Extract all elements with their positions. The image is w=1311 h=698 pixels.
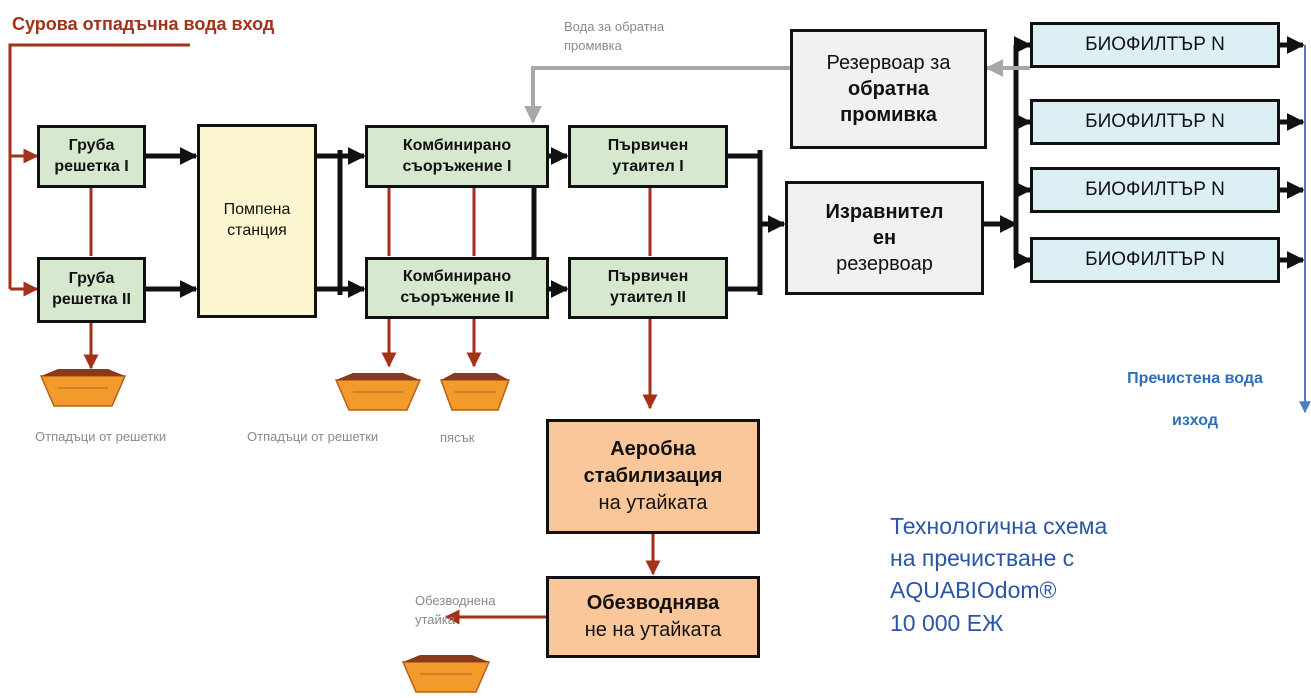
sludge-bin-icon <box>401 655 491 693</box>
aerobic-stabilization: Аеробна стабилизация на утайката <box>546 419 760 534</box>
raw-inlet-label: Сурова отпадъчна вода вход <box>12 14 275 34</box>
process-flow-lines <box>145 36 1305 298</box>
biofilter-3: БИОФИЛТЪР N <box>1030 167 1280 213</box>
sand-bin-icon <box>439 373 511 411</box>
equalization-tank: Изравнител ен резервоар <box>785 181 984 295</box>
sludge-lines <box>83 187 661 625</box>
screenings-label-2: Отпадъци от решетки <box>247 429 379 444</box>
biofilter-2: БИОФИЛТЪР N <box>1030 99 1280 145</box>
diagram-title: Технологична схема на пречистване с AQUA… <box>890 513 1108 636</box>
waste-bin-icon <box>334 373 422 411</box>
backwash-lines <box>524 59 1030 124</box>
screenings-label-1: Отпадъци от решетки <box>35 429 167 444</box>
biofilter-1: БИОФИЛТЪР N <box>1030 22 1280 68</box>
raw-inlet-line <box>8 43 190 297</box>
backwash-tank: Резервоар за обратна промивка <box>790 29 987 149</box>
dewatering: Обезводнява не на утайката <box>546 576 760 658</box>
waste-bin-icon <box>39 369 127 407</box>
biofilter-4: БИОФИЛТЪР N <box>1030 237 1280 283</box>
sand-label: пясък <box>440 430 475 445</box>
